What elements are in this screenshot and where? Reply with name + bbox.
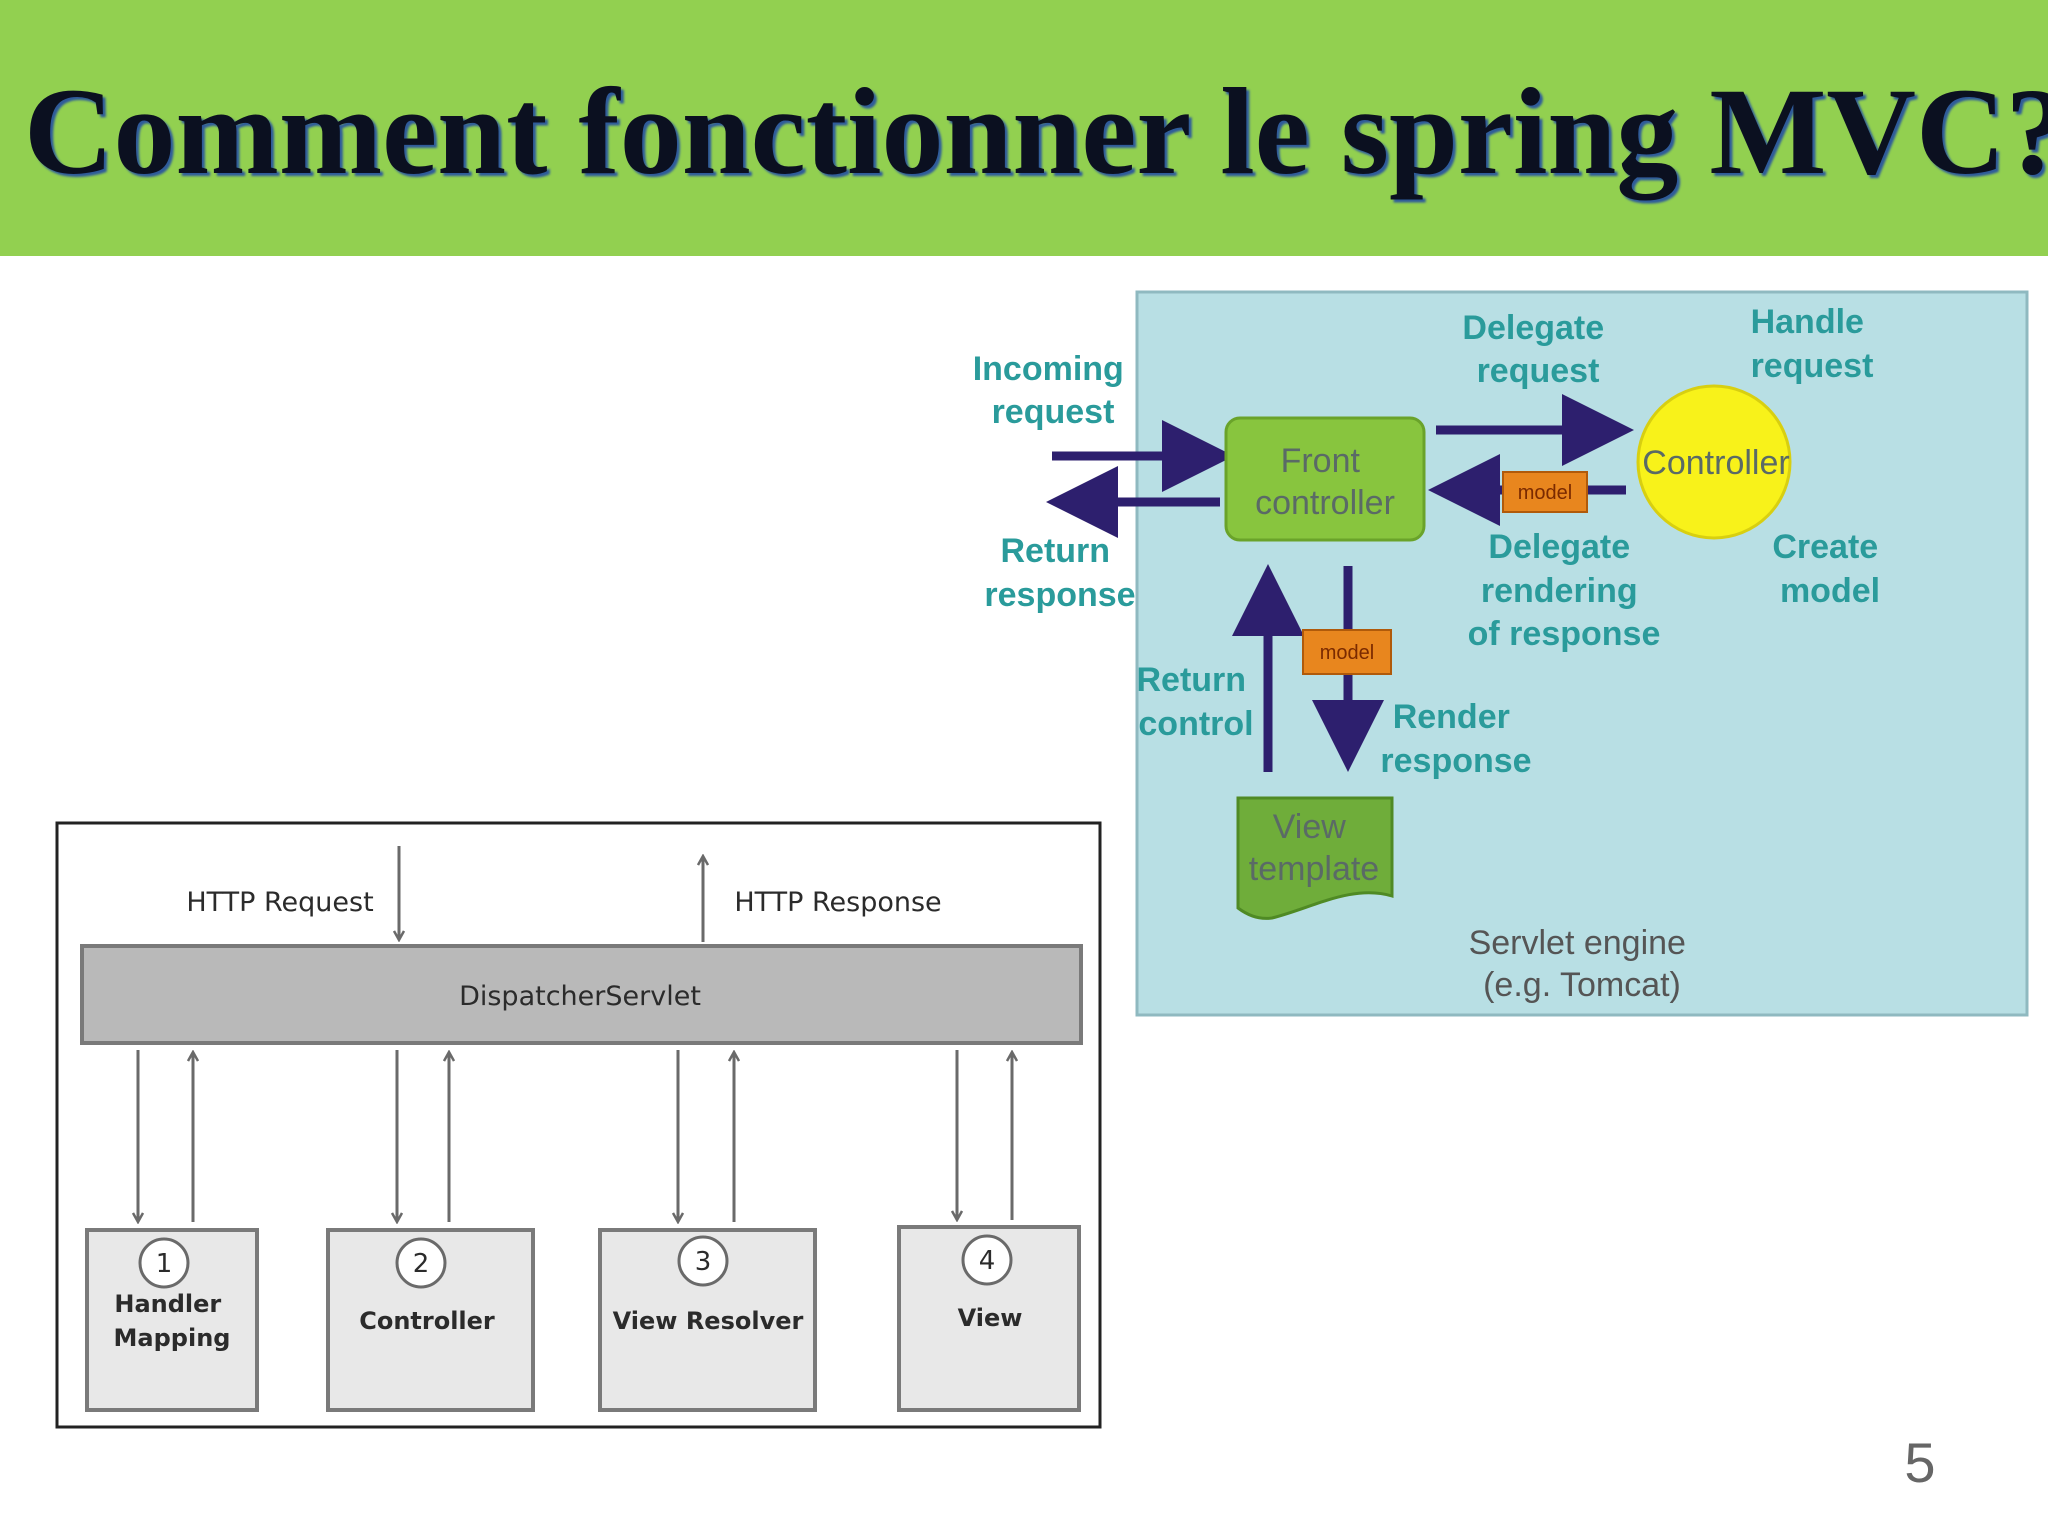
step-number-circle [138,1237,190,1289]
delegate-request-label: Delegate request [1462,309,1613,390]
view-resolver-label: View Resolver [613,1307,804,1335]
slide-title: Comment fonctionner le spring MVC? [24,63,2048,200]
step-number-circle [395,1237,447,1289]
view-component-label: View [958,1304,1023,1332]
step-number-circle [677,1235,729,1287]
request-flow-diagram: Incoming request Return response Front c… [973,290,2029,1017]
title-bar: Comment fonctionner le spring MVC? [0,0,2048,256]
dispatcher-servlet-label: DispatcherServlet [459,981,701,1012]
step-number: 2 [413,1249,430,1279]
incoming-request-label: Incoming request [973,350,1134,431]
step-number: 4 [979,1246,996,1276]
model-tag-vertical [1302,629,1392,675]
model-tag-label: model [1320,642,1374,664]
step-number-circle [961,1234,1013,1286]
step-number: 3 [695,1247,712,1277]
delegate-rendering-label: Delegate rendering of response [1468,528,1661,653]
handle-request-label: Handle request [1751,303,1874,385]
servlet-engine-label: Servlet engine (e.g. Tomcat) [1469,924,1696,1004]
controller-component-label: Controller [359,1307,495,1335]
dispatcher-servlet-diagram: HTTP Request HTTP Response DispatcherSer… [55,821,1102,1429]
return-control-label: Return control [1136,661,1255,743]
controller-label: Controller [1642,444,1789,482]
front-controller-label: Front controller [1255,442,1395,522]
http-response-label: HTTP Response [734,887,941,918]
handler-mapping-label: Handler Mapping [114,1290,231,1352]
model-tag-label: model [1518,482,1572,504]
create-model-label: Create model [1772,528,1887,610]
controller-circle [1636,384,1792,540]
return-response-label: Return response [984,532,1135,614]
dispatcher-servlet-bar [80,944,1083,1045]
model-tag-horizontal [1502,471,1588,513]
slide-page-number: 5 [1904,1431,1936,1494]
view-template-shape [1236,796,1394,920]
http-request-label: HTTP Request [186,887,373,918]
step-number: 1 [156,1249,173,1279]
render-response-label: Render response [1380,698,1531,780]
view-template-label: View template [1249,808,1379,888]
front-controller-box [1224,416,1426,542]
